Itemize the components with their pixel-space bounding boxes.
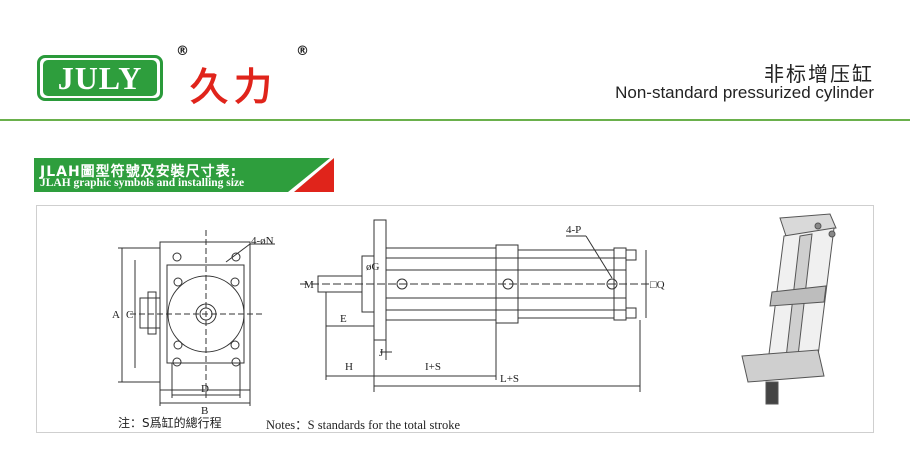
dim-label-A: A [112, 309, 120, 321]
dim-label-B: B [201, 405, 208, 417]
registered-mark-icon-2: ® [296, 44, 309, 59]
dim-label-M: M [304, 279, 314, 291]
dim-label-G: øG [366, 261, 380, 273]
note-en: Notes：S standards for the total stroke [266, 418, 461, 432]
dim-label-E: E [340, 313, 347, 325]
dim-label-Q: □Q [650, 279, 665, 291]
dim-label-N: 4-øN [251, 235, 274, 247]
header-divider [0, 119, 910, 121]
dim-label-H: H [345, 361, 353, 373]
section-banner [34, 158, 334, 192]
section-title-cn: JLAH圖型符號及安裝尺寸表: [40, 164, 238, 180]
page-title-cn: 非标增压缸 [764, 62, 874, 86]
registered-mark-icon: ® [176, 44, 189, 59]
note-cn: 注：S爲缸的總行程 [118, 416, 222, 430]
dim-label-P: 4-P [566, 224, 581, 236]
section-title-en: JLAH graphic symbols and installing size [40, 177, 245, 189]
dim-label-D: D [201, 383, 209, 395]
drawing-panel [36, 205, 874, 433]
brand-logo-text: JULY [43, 60, 157, 96]
dim-label-IS: I+S [425, 361, 441, 373]
dim-label-LS: L+S [500, 373, 519, 385]
brand-logo: JULY [37, 55, 163, 101]
dim-label-J: J [379, 347, 384, 359]
brand-chinese-name: 久力 [190, 65, 279, 109]
dim-label-C: C [126, 309, 133, 321]
page-title-en: Non-standard pressurized cylinder [615, 83, 874, 102]
